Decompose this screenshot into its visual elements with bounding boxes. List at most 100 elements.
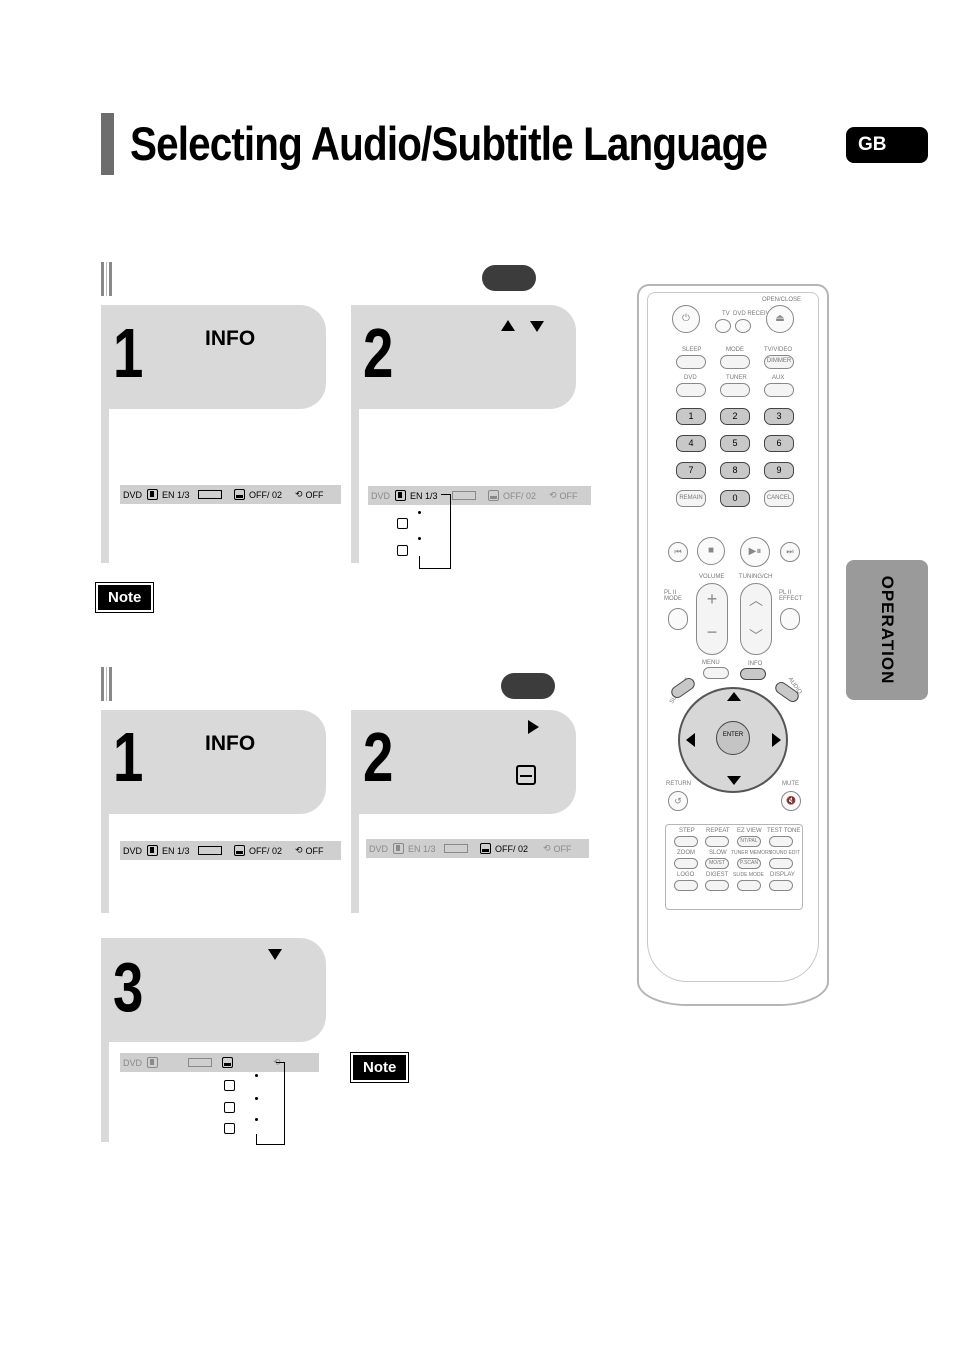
remain-button[interactable]: REMAIN xyxy=(676,490,706,507)
osd-subtitle: OFF/ 02 xyxy=(249,489,283,500)
display-button[interactable] xyxy=(769,880,793,891)
sleep-button[interactable] xyxy=(676,355,706,369)
osd-bar: DVD ⟲ xyxy=(120,1053,319,1072)
digit-button[interactable]: 8 xyxy=(720,462,750,479)
p-scan-button[interactable]: P.SCAN xyxy=(737,858,761,869)
pl-effect-button[interactable] xyxy=(780,608,800,630)
cancel-button[interactable]: CANCEL xyxy=(764,490,794,507)
pl-mode-label: PL II MODE xyxy=(664,590,682,602)
stop-button[interactable]: ■ xyxy=(697,537,725,565)
dvd-button[interactable] xyxy=(676,383,706,397)
section-marker xyxy=(101,667,112,701)
arrow-dot xyxy=(255,1074,258,1077)
digit-button[interactable]: 2 xyxy=(720,408,750,425)
step-number: 3 xyxy=(113,948,144,1026)
logo-button[interactable] xyxy=(674,880,698,891)
osd-disc: DVD xyxy=(123,845,143,856)
volume-rocker[interactable]: + − xyxy=(696,583,728,655)
remote-inner-outline xyxy=(647,292,819,982)
info-button[interactable] xyxy=(740,668,766,680)
digit-button[interactable]: 0 xyxy=(720,490,750,507)
arrow-dot xyxy=(418,511,421,514)
side-tab xyxy=(846,560,928,700)
test-tone-label: TEST TONE xyxy=(767,828,801,834)
cycle-line xyxy=(284,1062,285,1145)
nav-right-icon[interactable] xyxy=(772,733,781,747)
osd-disc: DVD xyxy=(369,843,389,854)
function-key-panel xyxy=(665,824,803,910)
mode-button[interactable] xyxy=(720,355,750,369)
step-number: 1 xyxy=(113,718,144,796)
digest-button[interactable] xyxy=(705,880,729,891)
mo-st-button[interactable]: MO/ST xyxy=(705,858,729,869)
tv-video-label: TV/VIDEO xyxy=(764,347,793,353)
pl-effect-label: PL II EFFECT xyxy=(779,590,803,602)
subtitle-icon xyxy=(234,489,245,500)
menu-button[interactable] xyxy=(703,667,729,679)
right-arrow-icon xyxy=(528,720,539,734)
digit-button[interactable]: 7 xyxy=(676,462,706,479)
digest-label: DIGEST xyxy=(706,872,729,878)
dolby-logo-icon xyxy=(198,846,222,855)
step-card xyxy=(101,938,326,1042)
cycle-line xyxy=(256,1134,257,1145)
nav-down-icon[interactable] xyxy=(727,776,741,785)
zoom-label: ZOOM xyxy=(677,850,695,856)
zoom-button[interactable] xyxy=(674,858,698,869)
step-rail xyxy=(101,810,109,913)
digit-button[interactable]: 6 xyxy=(764,435,794,452)
return-button[interactable]: ↺ xyxy=(668,791,688,811)
repeat-icon: ⟲ xyxy=(543,843,551,853)
open-close-button[interactable]: ⏏ xyxy=(766,305,794,333)
mute-button[interactable]: 🔇 xyxy=(781,791,801,811)
osd-subtitle: OFF/ 02 xyxy=(249,845,283,856)
cycle-line xyxy=(450,494,451,569)
title-accent-bar xyxy=(101,113,114,175)
skip-forward-button[interactable]: ⏭ xyxy=(780,542,800,562)
skip-back-button[interactable]: ⏮ xyxy=(668,542,688,562)
tv-mode-button[interactable] xyxy=(715,319,731,333)
step-card xyxy=(101,305,326,409)
aux-button[interactable] xyxy=(764,383,794,397)
cycle-line xyxy=(419,568,451,569)
digit-button[interactable]: 1 xyxy=(676,408,706,425)
logo-label: LOGO xyxy=(677,872,695,878)
subtitle-icon xyxy=(234,845,245,856)
digit-button[interactable]: 4 xyxy=(676,435,706,452)
osd-disc: DVD xyxy=(123,489,143,500)
digit-button[interactable]: 5 xyxy=(720,435,750,452)
tuning-rocker[interactable]: ︿ ﹀ xyxy=(740,583,772,655)
osd-bar: DVD EN 1/3 OFF/ 02 ⟲ OFF xyxy=(120,485,341,504)
play-pause-button[interactable]: ▶⏸ xyxy=(740,537,770,567)
mute-label: MUTE xyxy=(782,781,799,787)
dvd-receiver-mode-button[interactable] xyxy=(735,319,751,333)
repeat-button[interactable] xyxy=(705,836,729,847)
dolby-logo-icon xyxy=(452,491,476,500)
ntsc-pal-button[interactable]: NT/PAL xyxy=(737,836,761,847)
tuner-button[interactable] xyxy=(720,383,750,397)
enter-button[interactable]: ENTER xyxy=(716,721,750,755)
test-tone-button[interactable] xyxy=(769,836,793,847)
power-button[interactable]: ⏻ xyxy=(672,305,700,333)
step-number: 2 xyxy=(363,314,394,392)
dolby-logo-icon xyxy=(188,1058,212,1067)
step-button[interactable] xyxy=(674,836,698,847)
tuner-memory-label: TUNER MEMORY xyxy=(731,850,773,856)
dvd-label: DVD xyxy=(684,375,697,381)
dimmer-button[interactable]: DIMMER xyxy=(764,355,794,369)
disc-type-pill xyxy=(482,265,536,291)
step-card xyxy=(101,710,326,814)
slide-mode-button[interactable] xyxy=(737,880,761,891)
osd-bar: DVD EN 1/3 OFF/ 02 ⟲ OFF xyxy=(368,486,591,505)
pl-mode-button[interactable] xyxy=(668,608,688,630)
repeat-icon: ⟲ xyxy=(295,845,303,855)
audio-icon xyxy=(147,489,158,500)
digit-button[interactable]: 3 xyxy=(764,408,794,425)
nav-left-icon[interactable] xyxy=(686,733,695,747)
sound-edit-button[interactable] xyxy=(769,858,793,869)
info-key-label: INFO xyxy=(205,732,256,755)
nav-up-icon[interactable] xyxy=(727,692,741,701)
subtitle-icon xyxy=(480,843,491,854)
digit-button[interactable]: 9 xyxy=(764,462,794,479)
audio-icon xyxy=(147,1057,158,1068)
